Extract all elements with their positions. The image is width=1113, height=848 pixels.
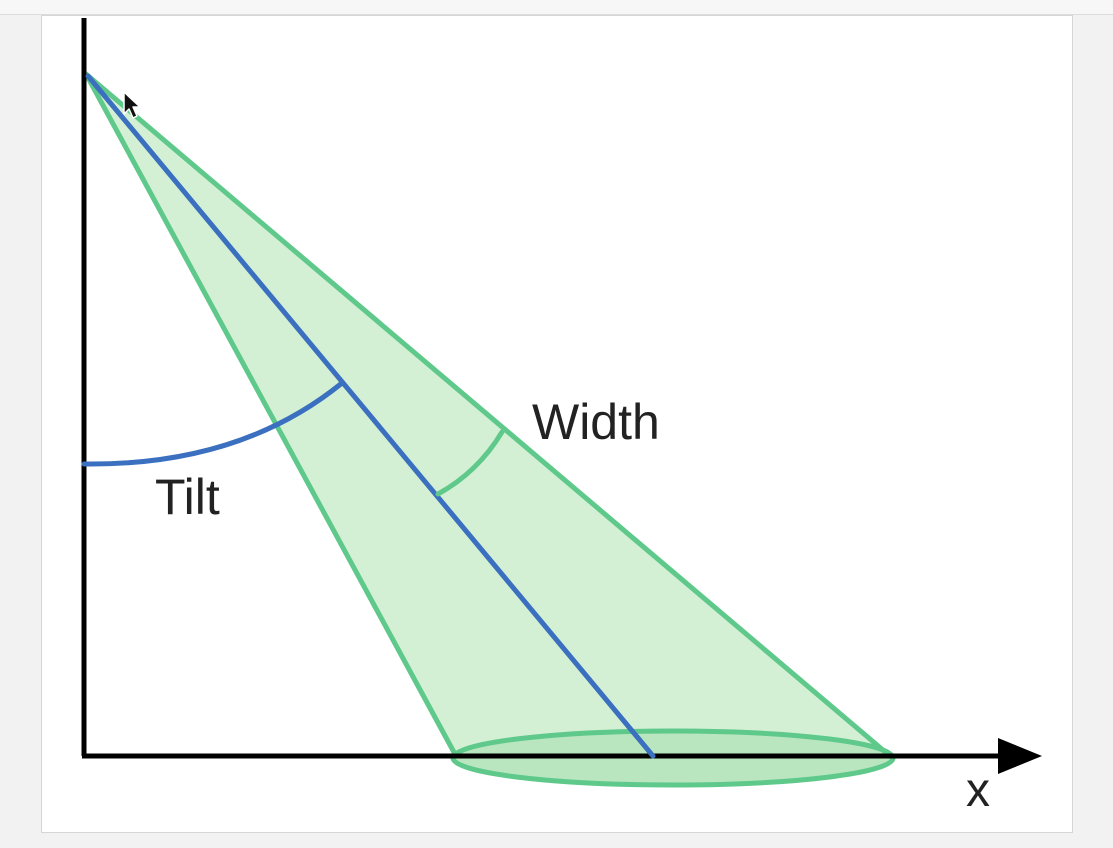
mouse-pointer-icon [123, 91, 141, 119]
top-bar [0, 0, 1113, 15]
x-axis-label: x [966, 764, 990, 817]
width-label: Width [532, 394, 660, 450]
x-axis-arrowhead [998, 738, 1042, 774]
tilt-label: Tilt [155, 469, 220, 525]
cone-center-line [85, 73, 656, 759]
cone-left-edge [83, 71, 459, 759]
cone-right-edge [83, 71, 893, 759]
tilt-arc [81, 380, 345, 467]
width-arc [435, 429, 505, 497]
